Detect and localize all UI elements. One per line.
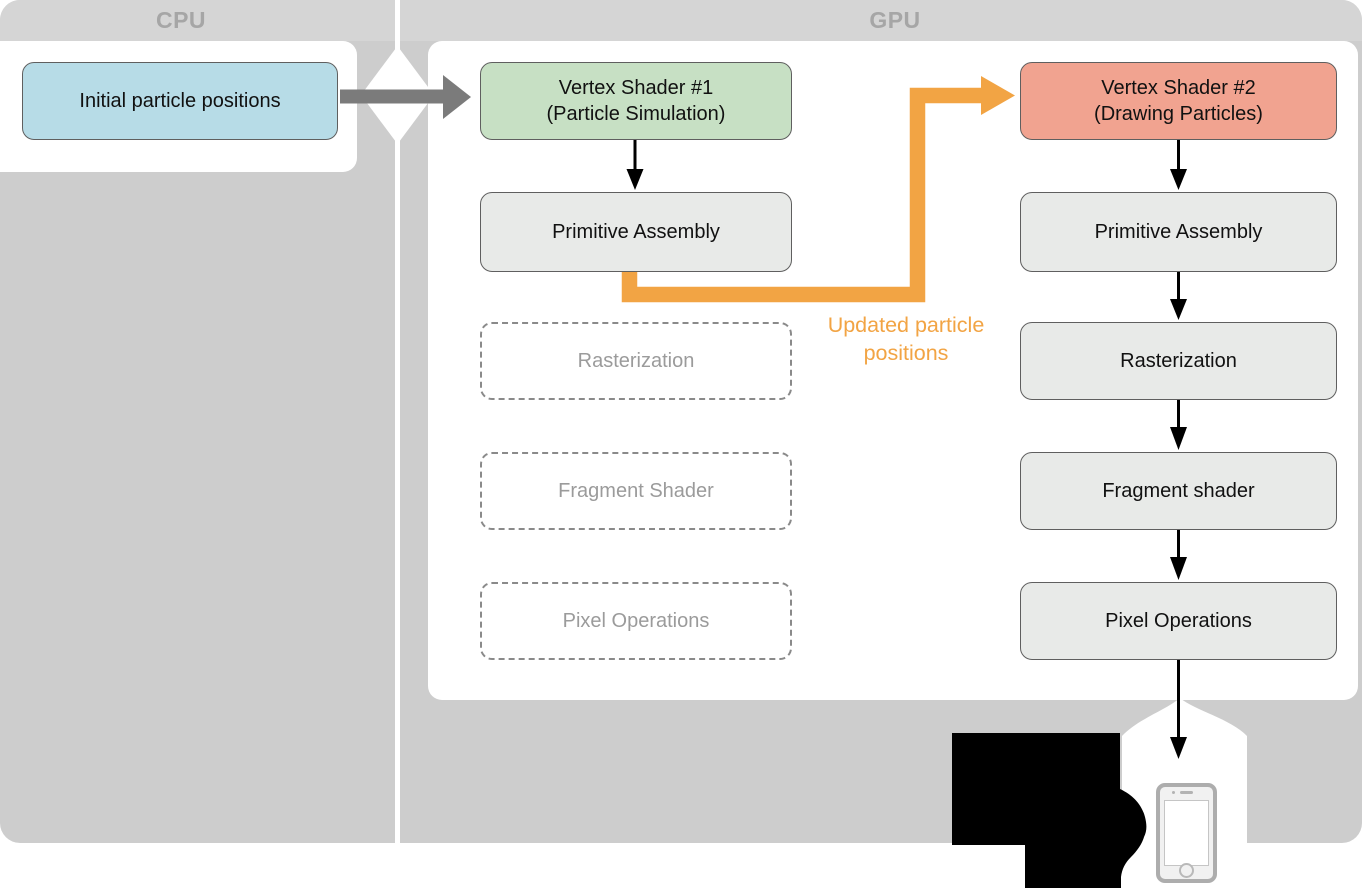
primitive-assembly-draw-box: Primitive Assembly: [1020, 192, 1337, 272]
initial-particle-positions-label: Initial particle positions: [79, 90, 281, 112]
vertex-shader-2-subtitle: (Drawing Particles): [1094, 103, 1263, 125]
updated-particle-positions-line1: Updated particle: [827, 313, 985, 337]
rasterization-sim-box: Rasterization: [480, 322, 792, 400]
vertex-shader-1-title: Vertex Shader #1: [558, 77, 714, 99]
cpu-region-label: CPU: [155, 7, 207, 33]
phone-camera-dot: [1172, 791, 1175, 794]
primitive-assembly-sim-label: Primitive Assembly: [552, 221, 720, 243]
phone-speaker-slit: [1180, 791, 1193, 794]
vertex-shader-2-box: Vertex Shader #2 (Drawing Particles): [1020, 62, 1337, 140]
updated-particle-positions-line2: positions: [863, 341, 949, 365]
primitive-assembly-sim-box: Primitive Assembly: [480, 192, 792, 272]
vertex-shader-2-title: Vertex Shader #2: [1101, 77, 1256, 99]
rasterization-draw-label: Rasterization: [1120, 350, 1237, 372]
fragment-shader-draw-box: Fragment shader: [1020, 452, 1337, 530]
updated-particle-positions-label: Updated particle positions: [791, 311, 1021, 367]
fragment-shader-draw-label: Fragment shader: [1102, 480, 1255, 502]
fragment-shader-sim-label: Fragment Shader: [558, 480, 714, 502]
pixel-operations-sim-label: Pixel Operations: [562, 610, 710, 632]
phone-home-button: [1179, 863, 1194, 878]
pixel-operations-sim-box: Pixel Operations: [480, 582, 792, 660]
vertex-shader-1-subtitle: (Particle Simulation): [546, 103, 726, 125]
pixel-operations-draw-box: Pixel Operations: [1020, 582, 1337, 660]
header-strip: [0, 0, 1362, 41]
vertex-shader-1-box: Vertex Shader #1 (Particle Simulation): [480, 62, 792, 140]
primitive-assembly-draw-label: Primitive Assembly: [1094, 221, 1263, 243]
gpu-region-label: GPU: [869, 7, 921, 33]
initial-particle-positions-box: Initial particle positions: [22, 62, 338, 140]
rasterization-draw-box: Rasterization: [1020, 322, 1337, 400]
smartphone-icon: [1156, 783, 1217, 883]
pixel-operations-draw-label: Pixel Operations: [1105, 610, 1252, 632]
fragment-shader-sim-box: Fragment Shader: [480, 452, 792, 530]
phone-screen: [1164, 800, 1209, 866]
rasterization-sim-label: Rasterization: [577, 350, 695, 372]
